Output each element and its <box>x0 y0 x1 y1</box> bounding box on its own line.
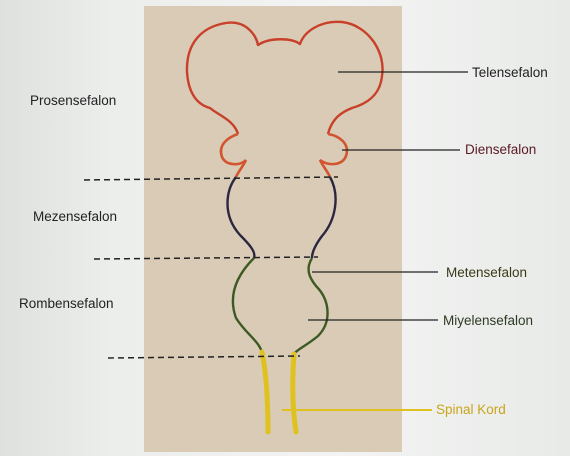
part-label-metensefalon: Metensefalon <box>446 265 527 281</box>
part-label-spinal-kord: Spinal Kord <box>436 402 506 418</box>
part-label-miyelensefalon: Miyelensefalon <box>443 313 533 329</box>
region-label-mezensefalon: Mezensefalon <box>33 209 117 225</box>
background-panel <box>144 6 402 452</box>
region-label-rombensefalon: Rombensefalon <box>19 296 114 312</box>
region-label-prosensefalon: Prosensefalon <box>30 93 116 109</box>
part-label-telensefalon: Telensefalon <box>472 65 548 81</box>
part-label-diensefalon: Diensefalon <box>465 142 536 158</box>
